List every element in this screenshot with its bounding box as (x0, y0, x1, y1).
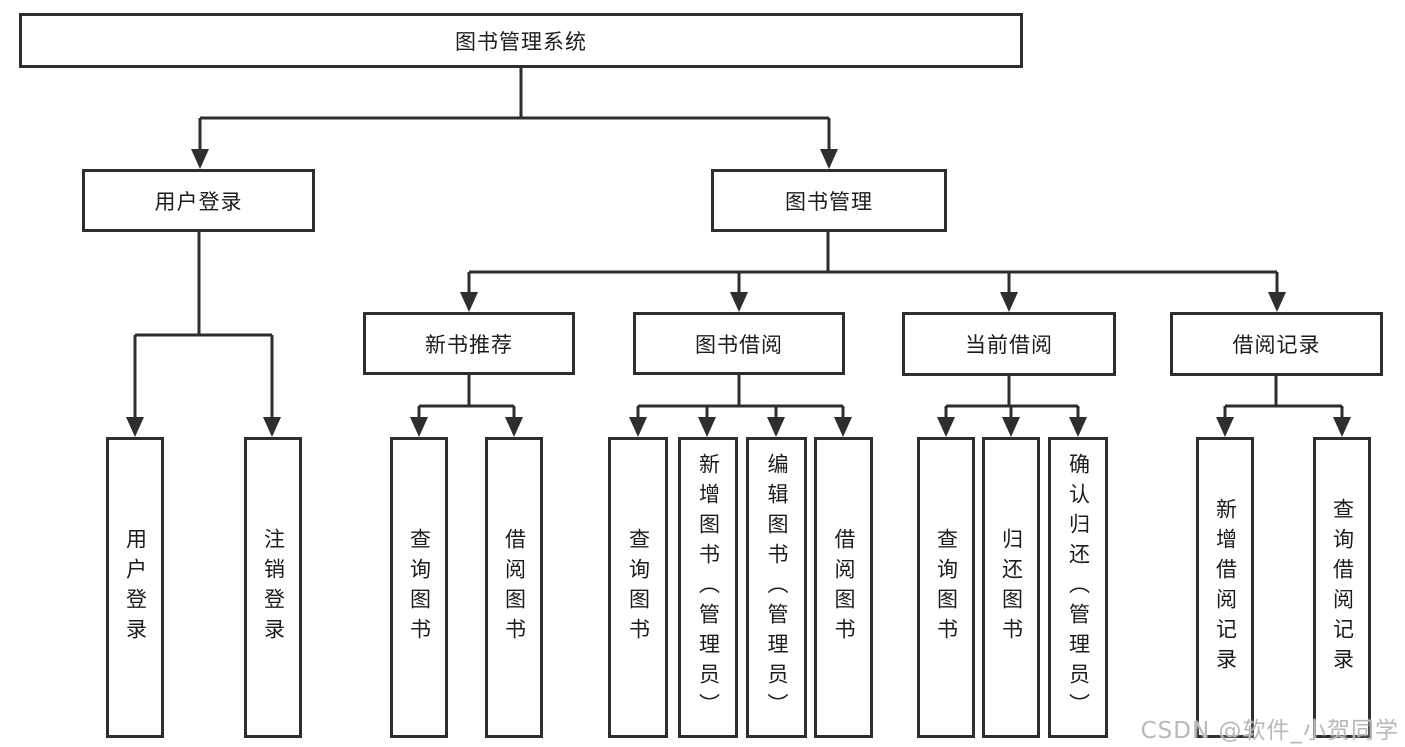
leaf-borrow-books-recommend: 借阅图书 (485, 437, 543, 738)
connector-borrowing-records-branch (1223, 374, 1344, 420)
connector-root-branch (198, 68, 831, 152)
arrowhead (820, 149, 838, 169)
arrowhead (1069, 417, 1087, 437)
node-user-login: 用户登录 (82, 169, 315, 232)
leaf-borrow-books-borrowing: 借阅图书 (814, 437, 873, 738)
node-new-book-recommendation: 新书推荐 (363, 312, 575, 375)
connector-user-login-branch (133, 231, 274, 420)
connector-book-borrowing-branch (636, 374, 845, 420)
node-borrowing-records: 借阅记录 (1170, 312, 1383, 376)
arrowheads (126, 149, 1351, 437)
connector-book-management-branch (467, 231, 1279, 295)
node-current-borrowing: 当前借阅 (902, 312, 1116, 376)
connector-current-borrowing-branch (944, 374, 1080, 420)
leaf-query-books-current: 查询图书 (917, 437, 975, 738)
arrowhead (191, 149, 209, 169)
arrowhead (730, 292, 748, 312)
leaf-query-books-recommend: 查询图书 (390, 437, 448, 738)
node-root: 图书管理系统 (19, 13, 1023, 68)
leaf-edit-book-admin: 编辑图书（管理员） (746, 437, 807, 738)
arrowhead (937, 417, 955, 437)
arrowhead (1268, 292, 1286, 312)
arrowhead (698, 417, 716, 437)
leaf-add-borrow-record: 新增借阅记录 (1196, 437, 1254, 738)
arrowhead (1216, 417, 1234, 437)
arrowhead (1000, 292, 1018, 312)
leaf-return-book: 归还图书 (982, 437, 1040, 738)
arrowhead (126, 417, 144, 437)
arrowhead (460, 292, 478, 312)
arrowhead (629, 417, 647, 437)
arrowhead (767, 417, 785, 437)
arrowhead (1002, 417, 1020, 437)
arrowhead (834, 417, 852, 437)
leaf-query-books-borrowing: 查询图书 (608, 437, 668, 738)
node-book-borrowing: 图书借阅 (633, 312, 845, 375)
arrowhead (505, 417, 523, 437)
leaf-user-login: 用户登录 (106, 437, 164, 738)
connector-new-book-branch (417, 374, 516, 420)
watermark: CSDN @软件_小贺同学 (1140, 718, 1399, 744)
arrowhead (410, 417, 428, 437)
leaf-query-borrow-record: 查询借阅记录 (1313, 437, 1371, 738)
leaf-confirm-return-admin: 确认归还（管理员） (1048, 437, 1108, 738)
leaf-logout: 注销登录 (244, 437, 302, 738)
arrowhead (1333, 417, 1351, 437)
node-book-management: 图书管理 (711, 169, 947, 232)
leaf-add-book-admin: 新增图书（管理员） (678, 437, 738, 738)
arrowhead (263, 417, 281, 437)
